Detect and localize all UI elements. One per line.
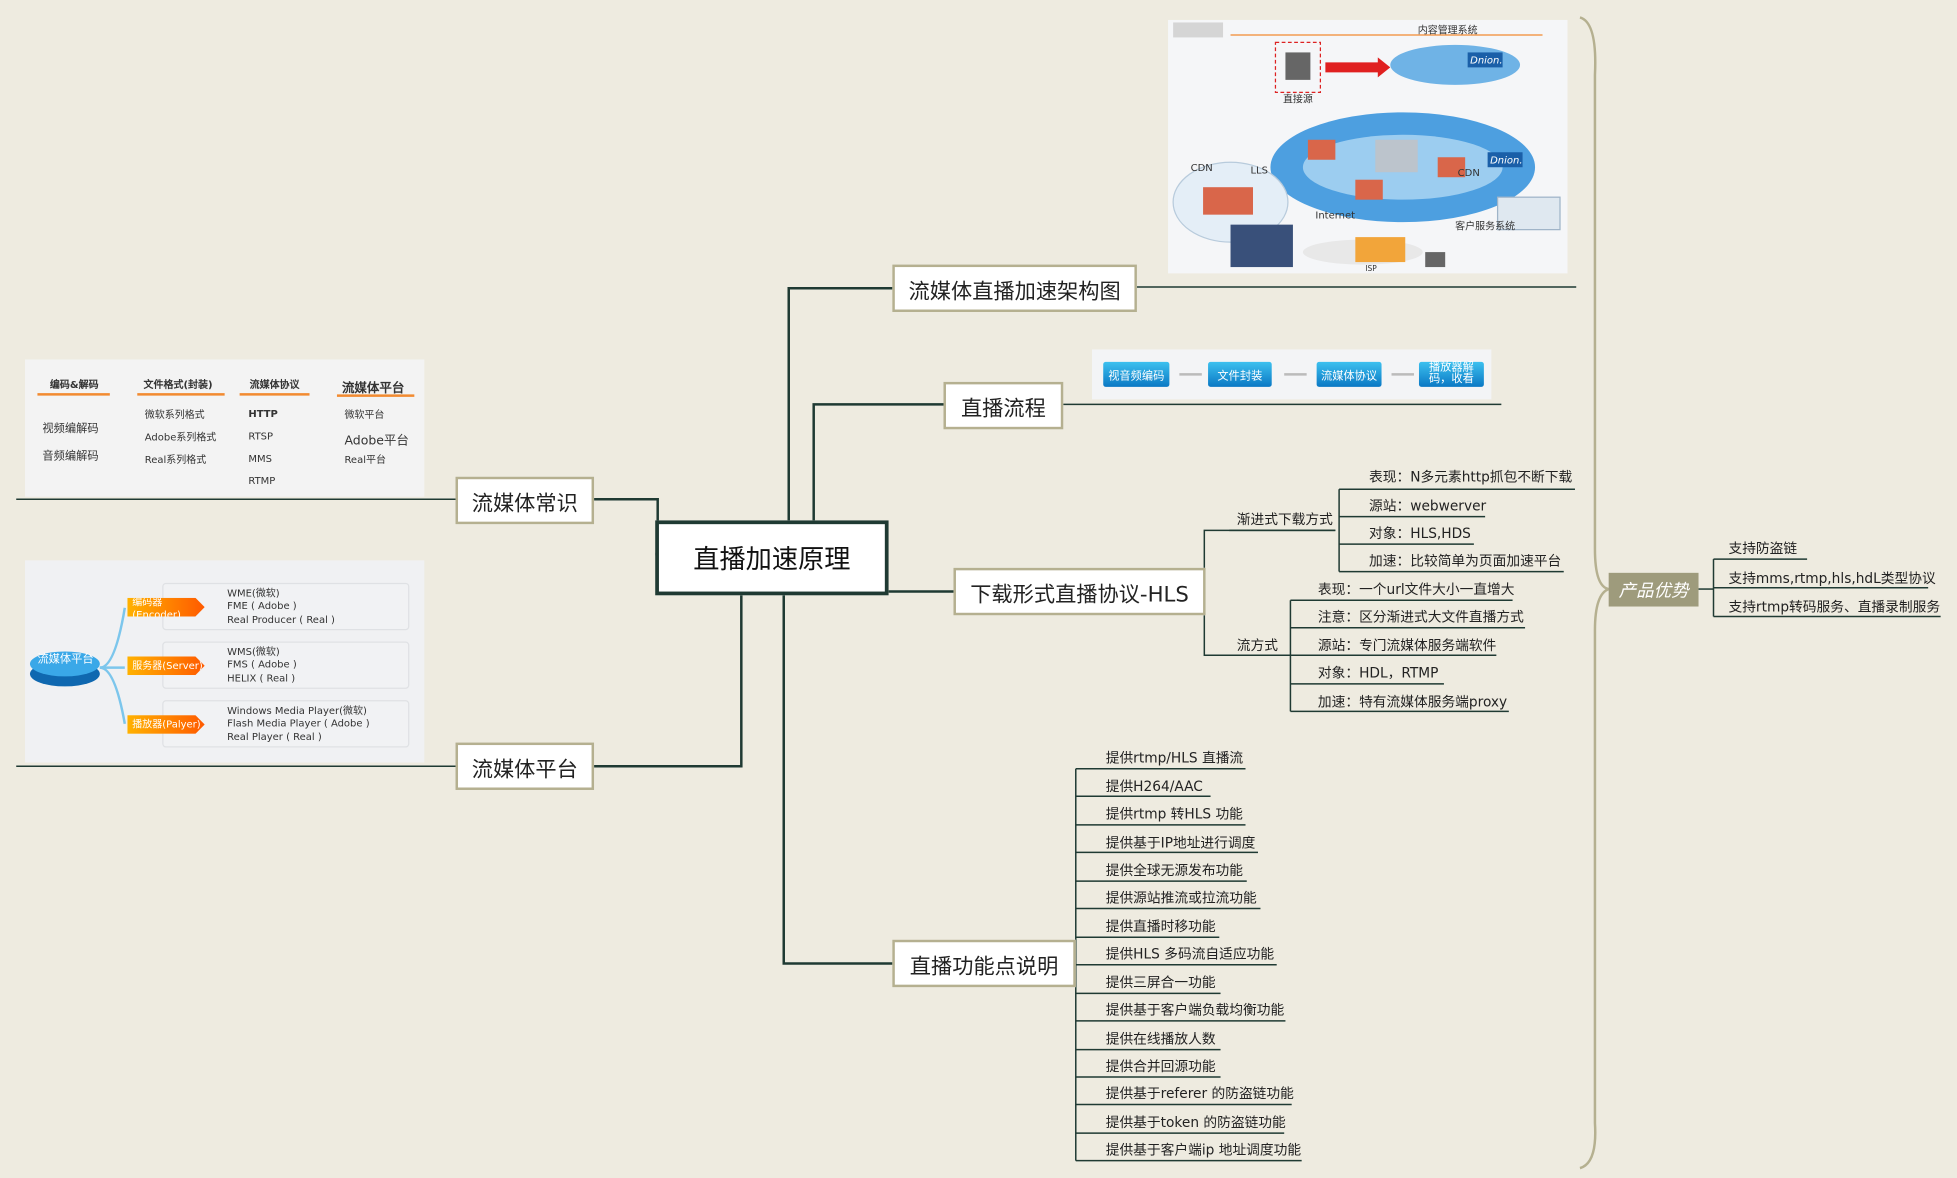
basics-header: 流媒体平台 xyxy=(341,381,405,396)
arch-label: 内容管理系统 xyxy=(1417,24,1478,37)
advantage-node[interactable]: 产品优势 xyxy=(1608,572,1699,607)
hls-progressive-item[interactable]: 对象：HLS,HDS xyxy=(1369,525,1471,542)
arch-label: Dnion. xyxy=(1470,54,1503,67)
function-item[interactable]: 提供全球无源发布功能 xyxy=(1105,862,1244,879)
branch-functions[interactable]: 直播功能点说明 xyxy=(892,939,1076,988)
function-item[interactable]: 提供HLS 多码流自适应功能 xyxy=(1105,945,1275,963)
platform-item: FMS ( Adobe ) xyxy=(227,658,297,671)
advantage-item[interactable]: 支持防盗链 xyxy=(1728,540,1798,557)
basics-cell: 微软系列格式 xyxy=(144,409,205,421)
arch-label: 客户服务系统 xyxy=(1455,220,1516,233)
function-item[interactable]: 提供源站推流或拉流功能 xyxy=(1105,889,1257,907)
root-node[interactable]: 直播加速原理 xyxy=(655,520,889,596)
basics-header: 文件格式(封装) xyxy=(143,379,213,391)
streaming-basics-image: 编码&解码 文件格式(封装) 流媒体协议 流媒体平台 视频编解码 音频编解码 微… xyxy=(24,359,425,497)
flow-arrows xyxy=(1179,373,1414,376)
arch-label: CDN xyxy=(1457,167,1480,179)
branch-hls[interactable]: 下载形式直播协议-HLS xyxy=(953,567,1206,616)
function-item[interactable]: 提供基于token 的防盗链功能 xyxy=(1105,1114,1286,1131)
hls-stream-item[interactable]: 加速：特有流媒体服务端proxy xyxy=(1317,693,1508,711)
hls-progressive-item[interactable]: 加速：比较简单为页面加速平台 xyxy=(1369,552,1562,570)
function-item[interactable]: 提供在线播放人数 xyxy=(1105,1030,1216,1048)
function-item[interactable]: 提供基于客户端ip 地址调度功能 xyxy=(1105,1141,1302,1159)
basics-cell: HTTP xyxy=(248,408,278,420)
flow-step: 流媒体协议 xyxy=(1316,361,1382,387)
hls-progressive-item[interactable]: 表现：N多元素http抓包不断下载 xyxy=(1369,469,1573,486)
platform-group: 播放器(Palyer) xyxy=(127,715,205,734)
flow-step: 视音频编码 xyxy=(1103,361,1170,387)
basics-cell: MMS xyxy=(248,453,272,465)
arch-label: Internet xyxy=(1315,209,1356,221)
streaming-platform-image: 流媒体平台 编码器(Encoder) 服务器(Server) 播放器(Palye… xyxy=(24,560,425,763)
basics-cell: Adobe系列格式 xyxy=(144,431,217,444)
branch-architecture[interactable]: 流媒体直播加速架构图 xyxy=(892,264,1137,312)
arch-label: Dnion. xyxy=(1490,154,1523,166)
hls-stream-item[interactable]: 注意：区分渐进式大文件直播方式 xyxy=(1317,609,1524,626)
basics-cell: RTMP xyxy=(248,475,276,487)
branch-streaming-platform[interactable]: 流媒体平台 xyxy=(455,742,595,790)
function-item[interactable]: 提供基于IP地址进行调度 xyxy=(1105,834,1256,852)
function-item[interactable]: 提供rtmp/HLS 直播流 xyxy=(1105,750,1244,767)
platform-item: Flash Media Player ( Adobe ) xyxy=(227,717,370,729)
hls-progressive-label[interactable]: 渐进式下载方式 xyxy=(1236,511,1333,528)
hls-stream-item[interactable]: 对象：HDL，RTMP xyxy=(1317,665,1439,682)
function-item[interactable]: 提供合并回源功能 xyxy=(1105,1058,1216,1075)
arch-label: ISP xyxy=(1365,264,1377,274)
basics-header: 流媒体协议 xyxy=(249,379,300,391)
advantage-item[interactable]: 支持mms,rtmp,hls,hdL类型协议 xyxy=(1728,570,1936,587)
function-item[interactable]: 提供三屏合一功能 xyxy=(1105,974,1216,991)
hls-progressive-item[interactable]: 源站：webwerver xyxy=(1369,497,1487,515)
platform-art xyxy=(29,607,127,725)
platform-item: FME ( Adobe ) xyxy=(227,600,297,612)
function-item[interactable]: 提供直播时移功能 xyxy=(1105,918,1216,935)
basics-cell: Real系列格式 xyxy=(144,454,207,466)
hls-stream-item[interactable]: 表现：一个url文件大小一直增大 xyxy=(1317,581,1515,598)
flow-step: 文件封装 xyxy=(1208,361,1272,387)
architecture-image: 内容管理系统 直接源 Dnion. Dnion. CDN CDN LLS Int… xyxy=(1168,19,1568,274)
flow-step: 播放器解码，收看 xyxy=(1418,361,1484,387)
platform-item: Real Producer ( Real ) xyxy=(227,614,335,626)
platform-group: 服务器(Server) xyxy=(127,656,205,676)
function-item[interactable]: 提供rtmp 转HLS 功能 xyxy=(1105,806,1243,823)
function-item[interactable]: 提供基于referer 的防盗链功能 xyxy=(1105,1085,1294,1102)
arch-label: 直接源 xyxy=(1282,93,1313,105)
branch-live-flow[interactable]: 直播流程 xyxy=(943,381,1064,430)
arch-label: CDN xyxy=(1190,162,1213,174)
function-item[interactable]: 提供基于客户端负载均衡功能 xyxy=(1105,1002,1285,1019)
basics-cell: 音频编解码 xyxy=(42,450,99,464)
basics-cell: 微软平台 xyxy=(344,409,385,421)
basics-header: 编码&解码 xyxy=(49,379,99,391)
basics-cell: 视频编解码 xyxy=(42,423,99,436)
basics-underlines xyxy=(37,393,415,397)
advantage-item[interactable]: 支持rtmp转码服务、直播录制服务 xyxy=(1728,599,1941,616)
platform-center: 流媒体平台 xyxy=(37,653,94,667)
basics-cell: RTSP xyxy=(248,430,274,442)
platform-group: 编码器(Encoder) xyxy=(127,597,205,617)
function-item[interactable]: 提供H264/AAC xyxy=(1105,778,1203,795)
basics-cell: Adobe平台 xyxy=(344,434,409,449)
platform-item: Real Player ( Real ) xyxy=(227,731,322,743)
hls-stream-label[interactable]: 流方式 xyxy=(1236,637,1278,654)
hls-stream-item[interactable]: 源站：专门流媒体服务端软件 xyxy=(1317,637,1497,654)
live-flow-image: 视音频编码 文件封装 流媒体协议 播放器解码，收看 xyxy=(1092,349,1492,400)
architecture-diagram-art xyxy=(1168,19,1568,274)
branch-streaming-basics[interactable]: 流媒体常识 xyxy=(455,476,595,525)
platform-item: WME(微软) xyxy=(227,587,280,600)
platform-item: WMS(微软) xyxy=(227,646,280,658)
basics-cell: Real平台 xyxy=(344,454,386,466)
platform-item: Windows Media Player(微软) xyxy=(227,705,367,717)
platform-item: HELIX ( Real ) xyxy=(227,672,296,684)
arch-label: LLS xyxy=(1250,164,1268,176)
